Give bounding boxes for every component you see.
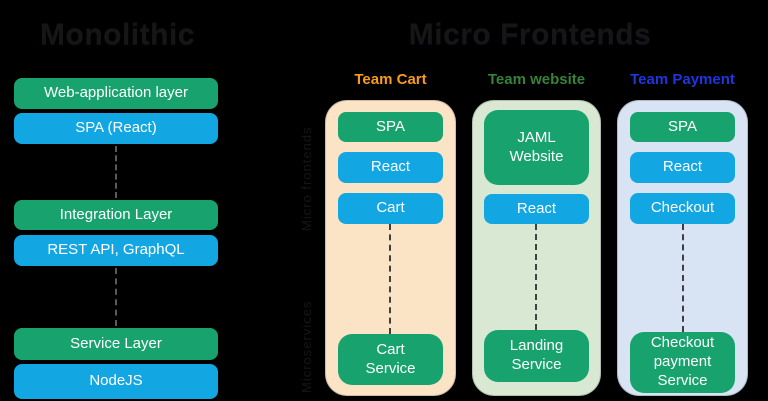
monolith-layer-web-application: Web-application layer: [14, 78, 218, 109]
team-cart-label: Team Cart: [354, 71, 427, 88]
website-jaml-box: JAML Website: [484, 110, 589, 185]
payment-spa-box: SPA: [630, 112, 735, 142]
payment-react-box: React: [630, 152, 735, 183]
cart-react-box: React: [338, 152, 443, 183]
row-label-microservices: Microservices: [299, 300, 314, 393]
checkout-payment-service-box: Checkout payment Service: [630, 332, 735, 393]
monolith-layer-rest-api-graphql: REST API, GraphQL: [14, 235, 218, 266]
website-dashed-connector: [535, 224, 537, 330]
monolithic-title: Monolithic: [40, 18, 195, 51]
team-payment-label: Team Payment: [630, 71, 735, 88]
monolith-dashed-connector-2: [115, 268, 117, 326]
monolith-layer-service: Service Layer: [14, 328, 218, 360]
row-label-micro-frontends: Micro frontends: [299, 126, 314, 232]
website-react-box: React: [484, 194, 589, 224]
cart-service-box: Cart Service: [338, 334, 443, 385]
payment-checkout-box: Checkout: [630, 193, 735, 224]
monolith-layer-nodejs: NodeJS: [14, 364, 218, 399]
cart-cart-box: Cart: [338, 193, 443, 224]
monolith-dashed-connector-1: [115, 146, 117, 198]
micro-frontends-title: Micro Frontends: [408, 18, 652, 51]
cart-spa-box: SPA: [338, 112, 443, 142]
landing-service-box: Landing Service: [484, 330, 589, 382]
payment-dashed-connector: [682, 224, 684, 332]
monolith-layer-spa-react: SPA (React): [14, 113, 218, 144]
cart-dashed-connector: [389, 224, 391, 334]
team-website-label: Team website: [487, 71, 586, 88]
monolith-layer-integration: Integration Layer: [14, 200, 218, 230]
